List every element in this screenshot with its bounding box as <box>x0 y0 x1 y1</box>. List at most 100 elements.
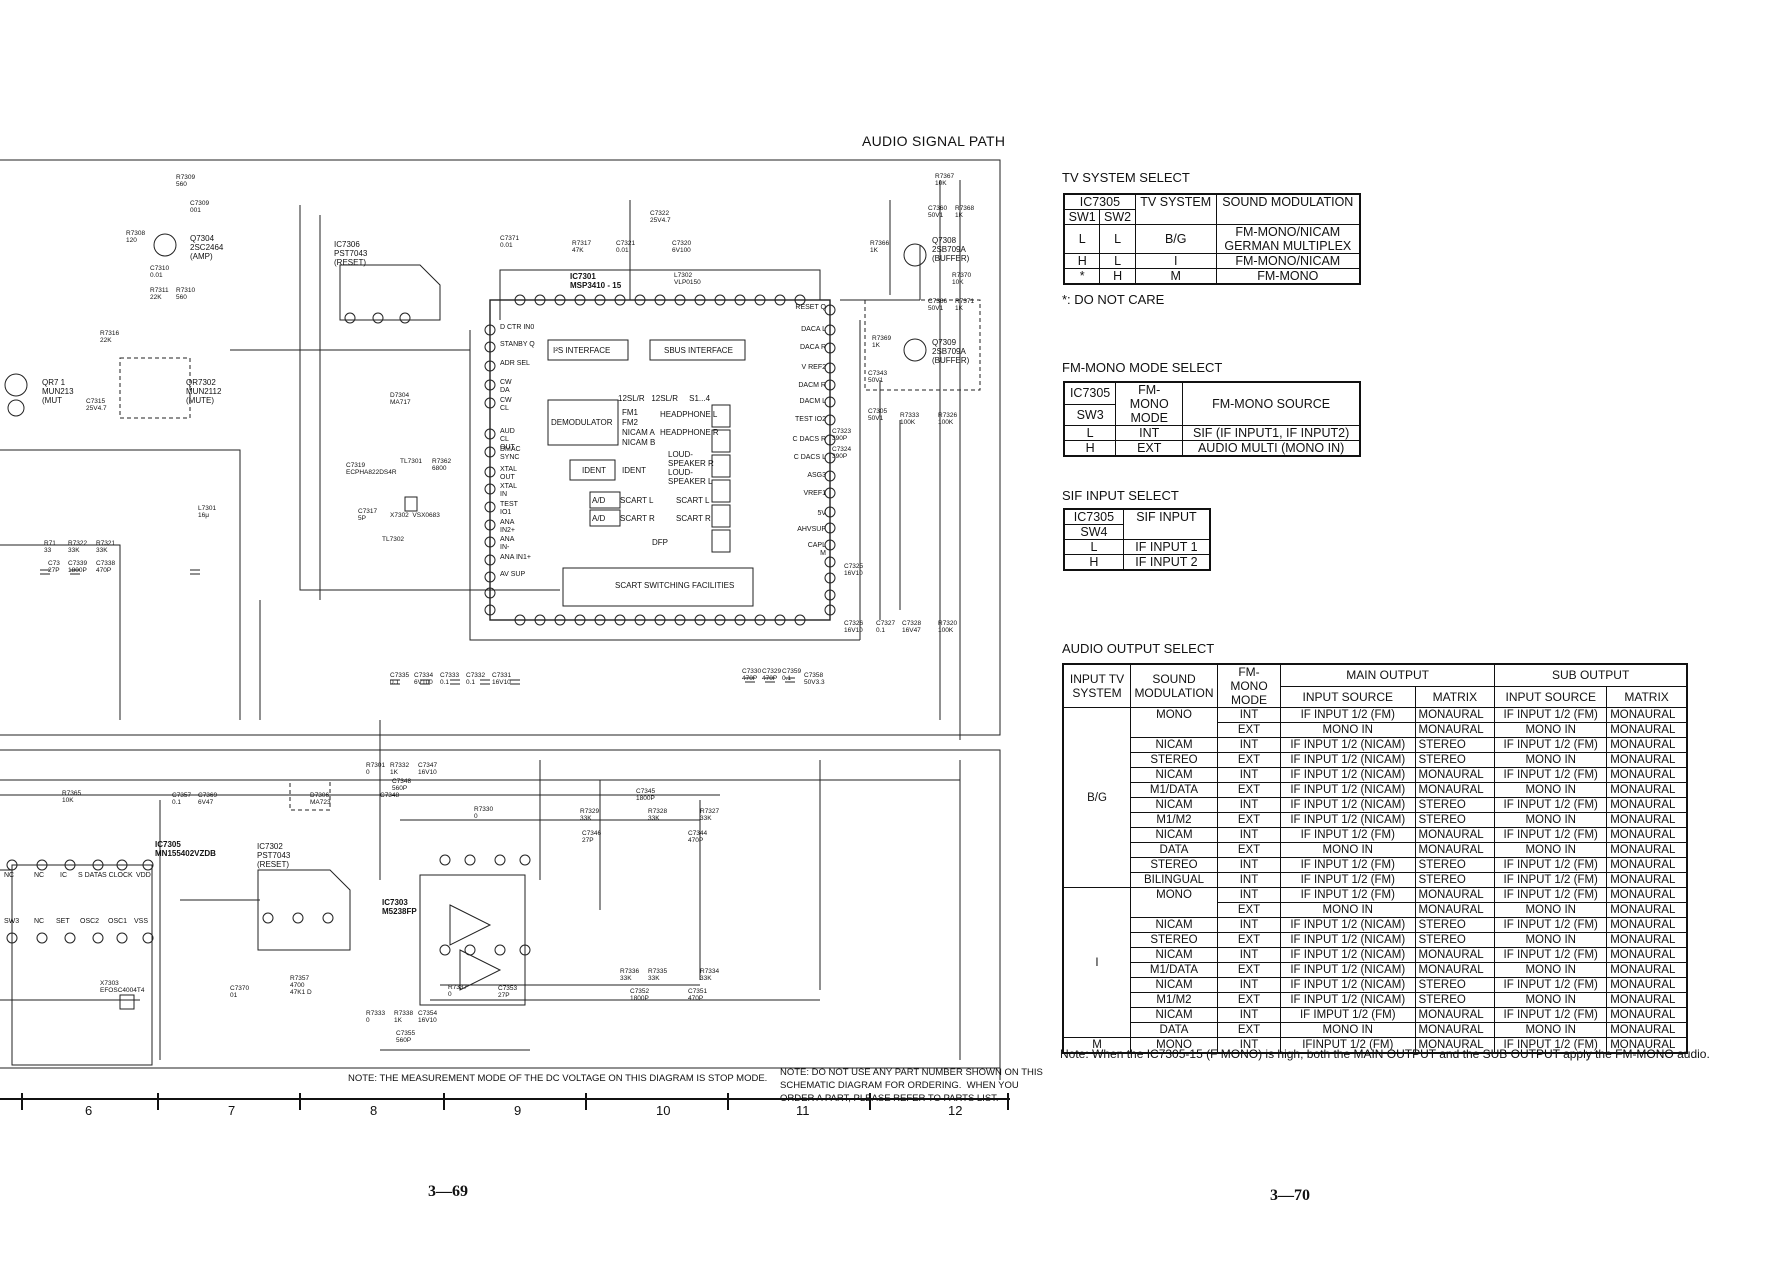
component-label: C7354 16V10 <box>418 1010 438 1024</box>
tv-cell: M <box>1134 268 1217 285</box>
grid-column-number: 12 <box>948 1103 963 1118</box>
ao-main-source: IF INPUT 1/2 (NICAM) <box>1280 782 1416 798</box>
component-label: C7334 6V100 <box>414 672 434 686</box>
sif-cell: IF INPUT 2 <box>1122 554 1211 571</box>
ao-modulation: NICAM <box>1130 737 1218 753</box>
component-label: C7325 16V10 <box>844 563 864 577</box>
component-label: C7335 0.1 <box>390 672 410 686</box>
ao-modulation: NICAM <box>1130 1007 1218 1023</box>
audio-output-note: Note: When the IC7305-15 (F MONO) is hig… <box>1060 1047 1710 1061</box>
ic7301-right-pin-label: DACM R <box>798 382 826 389</box>
ic7301-left-pin-label: TEST IO1 <box>500 501 518 516</box>
ic7301-right-pin-label: DACM L <box>799 398 826 405</box>
ic7301-right-pin-label: C DACS R <box>792 436 826 443</box>
ao-modulation: STEREO <box>1130 932 1218 948</box>
component-label: R7320 100K <box>938 620 958 634</box>
headphone-r-label: HEADPHONE R <box>660 428 719 437</box>
component-label: TL7301 <box>400 458 423 465</box>
component-label: C7344 470P <box>688 830 708 844</box>
ic7301-right-pin-label: DACA L <box>801 326 826 333</box>
component-label: R7333 100K <box>900 412 920 426</box>
component-label: R7367 10K <box>935 173 955 187</box>
scart-r-out-label: SCART R <box>676 514 711 523</box>
ao-modulation: NICAM <box>1130 917 1218 933</box>
ao-modulation: MONO <box>1130 1037 1218 1053</box>
ic7301-left-pin-label: DMAC SYNC <box>500 446 521 461</box>
component-label: C7323 390P <box>832 428 852 442</box>
ao-sub-matrix: MONAURAL <box>1606 917 1688 933</box>
tv-header-ic: IC7305 <box>1063 193 1136 210</box>
ao-sub-source: MONO IN <box>1494 722 1608 738</box>
component-label: C7348 <box>380 792 400 799</box>
ao-main-matrix: MONAURAL <box>1414 842 1496 858</box>
grid-column-number: 10 <box>656 1103 671 1118</box>
ao-main-matrix: STEREO <box>1414 737 1496 753</box>
grid-column-number: 8 <box>370 1103 378 1118</box>
ao-sub-matrix: MONAURAL <box>1606 782 1688 798</box>
component-label: C7309 001 <box>190 200 210 214</box>
ao-sub-source: IF INPUT 1/2 (FM) <box>1494 707 1608 723</box>
ao-modulation: MONO <box>1130 887 1218 903</box>
component-label: C7331 16V10 <box>492 672 512 686</box>
ao-main-matrix: STEREO <box>1414 932 1496 948</box>
sif-input-title: SIF INPUT SELECT <box>1062 488 1179 503</box>
component-label: R7301 0 <box>366 762 386 776</box>
tv-system-select-table: IC7305 TV SYSTEM SOUND MODULATION SW1 SW… <box>1063 193 1361 285</box>
ao-main-matrix: MONAURAL <box>1414 887 1496 903</box>
component-label: L7302 VLP0150 <box>674 272 701 286</box>
ao-modulation: DATA <box>1130 842 1218 858</box>
ic7305-pin-label: OSC2 <box>80 918 100 925</box>
note-part-number: NOTE: DO NOT USE ANY PART NUMBER SHOWN O… <box>780 1067 1043 1104</box>
ao-sub-matrix: MONAURAL <box>1606 992 1688 1008</box>
ao-main-matrix: MONAURAL <box>1414 1037 1496 1054</box>
component-label: C7328 16V47 <box>902 620 922 634</box>
ao-sub-source: MONO IN <box>1494 992 1608 1008</box>
ao-modulation: M1/M2 <box>1130 812 1218 828</box>
ic7301-label: IC7301 MSP3410 - 15 <box>570 272 622 290</box>
ao-modulation: STEREO <box>1130 752 1218 768</box>
component-label: R7368 1K <box>955 205 975 219</box>
component-label: C7333 0.1 <box>440 672 460 686</box>
component-label: R7370 10K <box>952 272 972 286</box>
ic7305-pin-label: OSC1 <box>108 918 128 925</box>
ao-sub-source: MONO IN <box>1494 1022 1608 1038</box>
ao-sub-source: MONO IN <box>1494 842 1608 858</box>
component-label: C7327 0.1 <box>876 620 896 634</box>
component-label: C7351 470P <box>688 988 708 1002</box>
ao-main-matrix: STEREO <box>1414 812 1496 828</box>
ident-label: IDENT <box>622 466 646 475</box>
fm1-label: FM1 <box>622 408 638 417</box>
component-label: C7320 6V100 <box>672 240 692 254</box>
ic7301-right-pin-label: ASG3 <box>807 472 826 479</box>
ao-sub-source: IF INPUT 1/2 (FM) <box>1494 887 1608 903</box>
component-label: C7357 0.1 <box>172 792 192 806</box>
sif-header-sw4: SW4 <box>1063 524 1124 540</box>
component-label: C7348 560P <box>392 778 412 792</box>
audio-output-table: INPUT TV SYSTEM SOUND MODULATION FM-MONO… <box>1062 663 1688 1054</box>
ao-main-matrix: MONAURAL <box>1414 1007 1496 1023</box>
tv-cell: H <box>1099 268 1136 285</box>
ao-sub-matrix: MONAURAL <box>1606 722 1688 738</box>
ao-main-source: IF INPUT 1/2 (FM) <box>1280 857 1416 873</box>
ao-main-matrix: STEREO <box>1414 752 1496 768</box>
ao-sub-source: MONO IN <box>1494 752 1608 768</box>
ao-header-sub-output: SUB OUTPUT <box>1494 663 1688 687</box>
ao-main-source: MONO IN <box>1280 842 1416 858</box>
demodulator-block: DEMODULATOR <box>551 418 613 427</box>
ao-tv-system: M <box>1062 1037 1131 1054</box>
ao-fm-mode: EXT <box>1217 992 1281 1008</box>
fm-header-source: FM-MONO SOURCE <box>1182 381 1361 426</box>
ic7305-pin-label: NC <box>34 918 45 925</box>
component-label: C7371 0.01 <box>500 235 520 249</box>
ic7301-right-pin-label: V REF2 <box>801 364 826 371</box>
ic7303-label: IC7303 M5238FP <box>382 898 417 916</box>
ao-modulation: M1/DATA <box>1130 782 1218 798</box>
tv-cell: * <box>1063 268 1101 285</box>
